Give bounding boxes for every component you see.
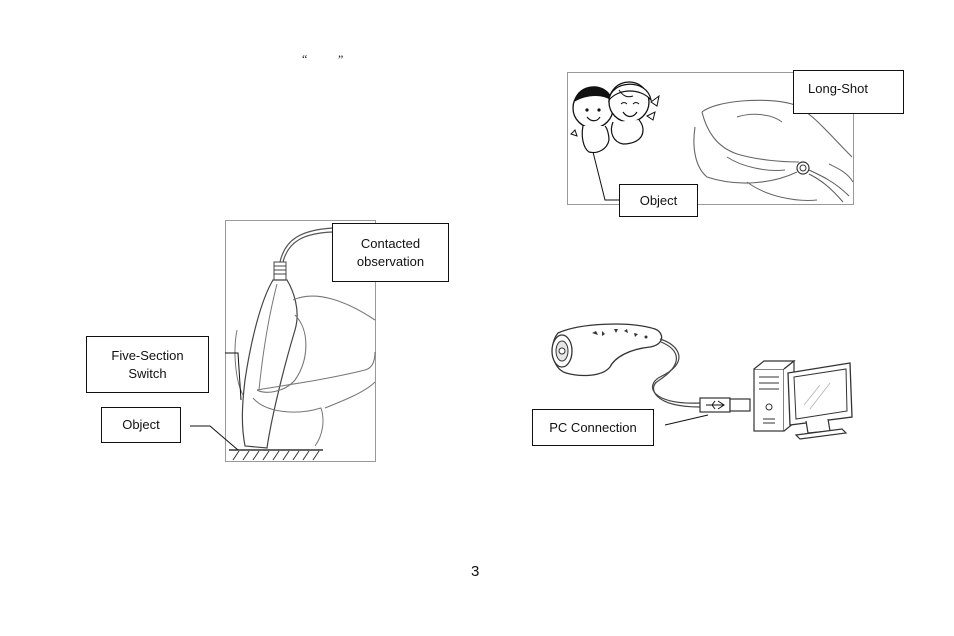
pc-connection-label: PC Connection (532, 409, 654, 446)
contacted-observation-label: Contacted observation (332, 223, 449, 282)
object-left-leader (190, 425, 239, 451)
pc-connection-illustration (551, 323, 853, 440)
close-quote-mark: ” (338, 52, 344, 66)
object-right-label: Object (619, 184, 698, 217)
page-number: 3 (471, 563, 480, 580)
object-left-label: Object (101, 407, 181, 443)
open-quote-mark: “ (302, 52, 308, 66)
long-shot-label: Long-Shot (793, 70, 904, 114)
five-section-switch-label: Five-Section Switch (86, 336, 209, 393)
